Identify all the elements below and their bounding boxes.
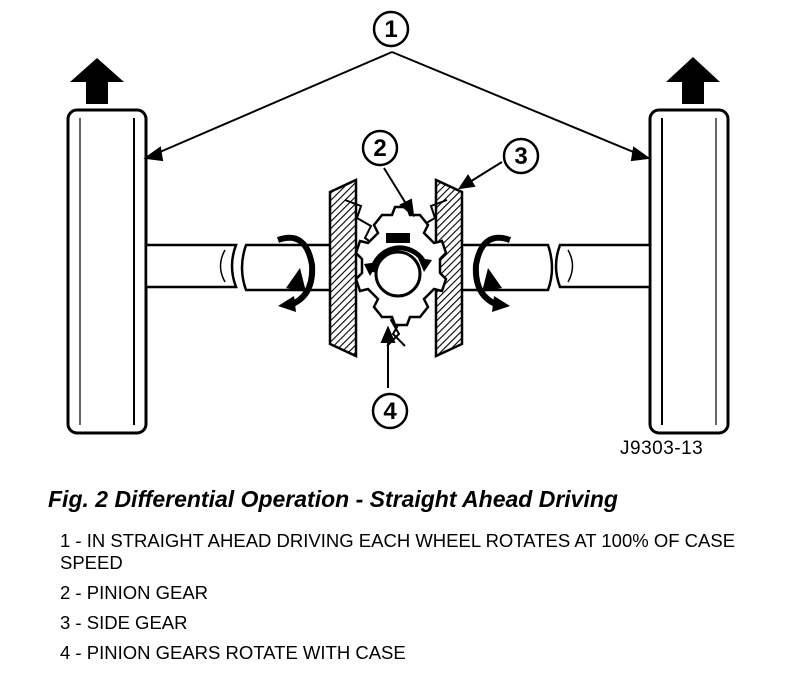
- pinion-gear: [354, 205, 448, 327]
- rotation-arrow-icon: [276, 234, 316, 312]
- right-wheel: [648, 108, 730, 435]
- callout-2: 2: [361, 129, 399, 167]
- rotation-arrow-icon: [472, 234, 512, 312]
- callout-1: 1: [372, 10, 410, 48]
- svg-text:4: 4: [383, 398, 397, 425]
- svg-text:2: 2: [373, 135, 386, 162]
- legend-item-2: 2 - PINION GEAR: [60, 582, 209, 603]
- legend-item-3: 3 - SIDE GEAR: [60, 612, 188, 633]
- callout-4: 4: [371, 392, 409, 430]
- forward-arrow-icon: [666, 57, 720, 104]
- legend-item-1: 1 - IN STRAIGHT AHEAD DRIVING EACH WHEEL…: [60, 530, 736, 573]
- differential-diagram: 1 2 3 4: [66, 10, 730, 435]
- left-wheel: [66, 108, 148, 435]
- figure-caption: Fig. 2 Differential Operation - Straight…: [48, 486, 618, 512]
- svg-text:1: 1: [384, 16, 397, 43]
- callout-leaders: [143, 51, 651, 388]
- legend-item-4: 4 - PINION GEARS ROTATE WITH CASE: [60, 642, 406, 663]
- right-axle-shaft: [458, 243, 652, 292]
- figure-id-label: J9303-13: [620, 438, 704, 459]
- svg-text:3: 3: [514, 143, 527, 170]
- callout-3: 3: [502, 137, 540, 175]
- forward-arrow-icon: [70, 58, 124, 104]
- legend-list: 1 - IN STRAIGHT AHEAD DRIVING EACH WHEEL…: [60, 530, 760, 672]
